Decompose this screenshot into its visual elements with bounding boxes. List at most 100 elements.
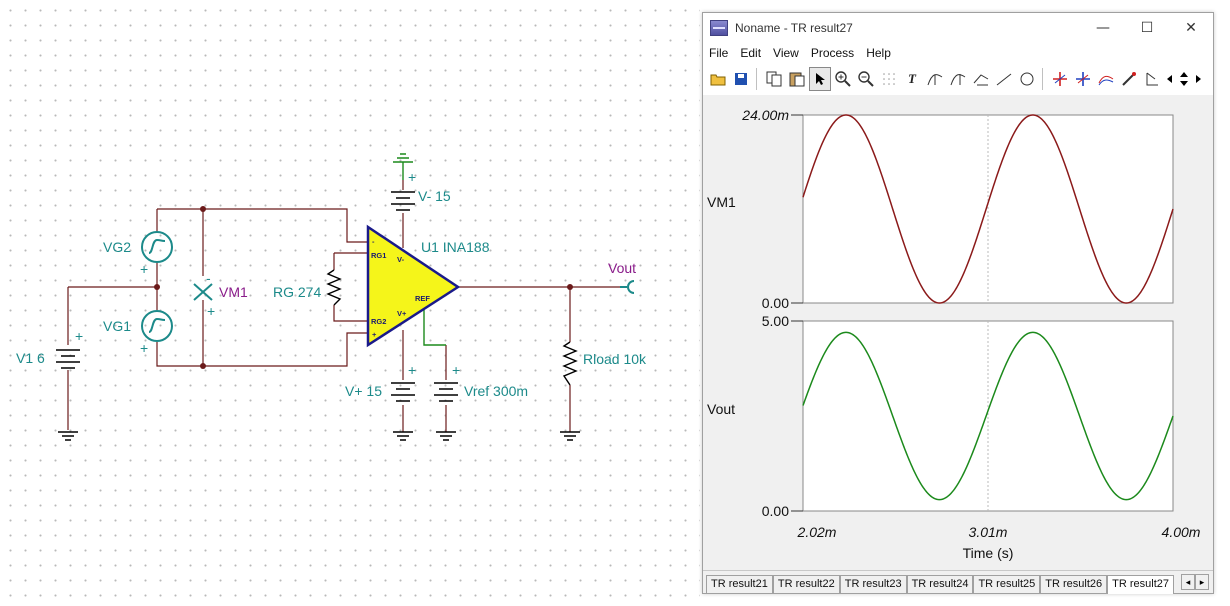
xtick-label-left: 2.02m xyxy=(797,524,837,540)
vg1-source[interactable] xyxy=(141,310,173,342)
menu-file[interactable]: File xyxy=(709,46,729,60)
pin-ref: REF xyxy=(415,294,430,303)
x-axis-label: Time (s) xyxy=(963,545,1014,561)
xtick-label-right: 4.00m xyxy=(1162,524,1201,540)
grid-icon[interactable] xyxy=(878,67,900,91)
minimize-button[interactable]: — xyxy=(1096,20,1110,36)
tab-scroll-right-icon[interactable]: ▸ xyxy=(1195,574,1209,590)
rg-resistor[interactable] xyxy=(326,269,342,306)
menu-edit[interactable]: Edit xyxy=(740,46,762,60)
tab-tr-result27[interactable]: TR result27 xyxy=(1107,575,1175,594)
scroll-right-icon[interactable] xyxy=(1192,67,1204,91)
toolbar-separator xyxy=(1042,68,1045,90)
rload-label: Rload 10k xyxy=(583,351,647,367)
toolbar: T xyxy=(707,65,1209,93)
vplus-battery[interactable] xyxy=(391,382,415,402)
title-bar[interactable]: Noname - TR result27 — ☐ ✕ xyxy=(703,13,1213,43)
vm1-ytick-bottom: 0.00 xyxy=(762,295,789,311)
vm1-label: VM1 xyxy=(219,284,248,300)
vplus-plus: + xyxy=(408,362,416,378)
vg2-plus: + xyxy=(140,261,148,277)
u1-label: U1 INA188 xyxy=(421,239,490,255)
xtick-label-center: 3.01m xyxy=(969,524,1008,540)
pin-inp: + xyxy=(372,330,377,339)
paste-icon[interactable] xyxy=(786,67,808,91)
vminus-label: V- 15 xyxy=(418,188,451,204)
vout-ytick-bottom: 0.00 xyxy=(762,503,789,519)
vout-panel: 5.00 0.00 Vout xyxy=(707,313,1174,519)
pin-vplus: V+ xyxy=(397,309,407,318)
ina188-amplifier[interactable] xyxy=(366,224,461,348)
wires xyxy=(67,180,620,432)
copy-icon[interactable] xyxy=(763,67,785,91)
tab-tr-result24[interactable]: TR result24 xyxy=(906,575,974,593)
tr-result-window[interactable]: Noname - TR result27 — ☐ ✕ File Edit Vie… xyxy=(702,12,1214,594)
ground-symbols xyxy=(58,153,580,441)
vref-plus: + xyxy=(452,362,460,378)
save-icon[interactable] xyxy=(730,67,752,91)
pen-icon[interactable] xyxy=(1118,67,1140,91)
open-icon[interactable] xyxy=(707,67,729,91)
vout-ytick-top: 5.00 xyxy=(762,313,789,329)
zoom-100-icon[interactable] xyxy=(855,67,877,91)
plot-area[interactable]: 24.00m 0.00 VM1 5.00 0.00 Vout 2.02m 3.0… xyxy=(703,95,1213,570)
v1-plus: + xyxy=(75,328,83,344)
tab-tr-result25[interactable]: TR result25 xyxy=(973,575,1041,593)
schematic-canvas[interactable]: VG2 + VG1 + - + VM1 + V1 6 RG 274 - RG1 … xyxy=(0,0,700,606)
circle-icon[interactable] xyxy=(1016,67,1038,91)
vm1-axis-label: VM1 xyxy=(707,194,736,210)
cursor-b-icon[interactable] xyxy=(947,67,969,91)
vout-label: Vout xyxy=(608,260,636,276)
cursor-c-icon[interactable] xyxy=(970,67,992,91)
scroll-left-icon[interactable] xyxy=(1164,67,1176,91)
cursor-a-icon[interactable] xyxy=(924,67,946,91)
line-icon[interactable] xyxy=(993,67,1015,91)
menu-view[interactable]: View xyxy=(773,46,799,60)
v1-battery[interactable] xyxy=(56,349,80,369)
junctions xyxy=(154,206,573,369)
curves-icon[interactable] xyxy=(1095,67,1117,91)
tab-tr-result23[interactable]: TR result23 xyxy=(839,575,907,593)
tab-tr-result21[interactable]: TR result21 xyxy=(706,575,773,593)
v1-label: V1 6 xyxy=(16,350,45,366)
maximize-button[interactable]: ☐ xyxy=(1140,20,1154,36)
window-title: Noname - TR result27 xyxy=(735,21,853,35)
pin-vminus: V- xyxy=(397,255,405,264)
menu-process[interactable]: Process xyxy=(810,46,855,60)
toolbar-separator xyxy=(756,68,759,90)
vg2-label: VG2 xyxy=(103,239,131,255)
close-button[interactable]: ✕ xyxy=(1185,20,1197,36)
zoom-in-icon[interactable] xyxy=(832,67,854,91)
tab-tr-result26[interactable]: TR result26 xyxy=(1040,575,1108,593)
vg1-label: VG1 xyxy=(103,318,131,334)
vref-battery[interactable] xyxy=(434,382,458,402)
vg2-source[interactable] xyxy=(141,231,173,263)
vref-label: Vref 300m xyxy=(464,383,528,399)
vm1-plus: + xyxy=(207,303,215,319)
waveform-plot: 24.00m 0.00 VM1 5.00 0.00 Vout 2.02m 3.0… xyxy=(707,107,1201,561)
menu-help[interactable]: Help xyxy=(866,46,891,60)
tab-tr-result22[interactable]: TR result22 xyxy=(772,575,840,593)
pointer-icon[interactable] xyxy=(809,67,831,91)
vm1-panel: 24.00m 0.00 VM1 xyxy=(707,107,1174,311)
marker-a-icon[interactable] xyxy=(1049,67,1071,91)
vout-series-line xyxy=(802,331,1174,501)
vm1-meter[interactable] xyxy=(193,283,213,301)
vm1-minus: - xyxy=(206,270,211,286)
flag-icon[interactable] xyxy=(1141,67,1163,91)
pin-inm: - xyxy=(372,237,375,246)
vm1-series-line xyxy=(802,114,1174,304)
marker-b-icon[interactable] xyxy=(1072,67,1094,91)
scroll-updown-icon[interactable] xyxy=(1177,67,1191,91)
pin-rg1: RG1 xyxy=(371,251,386,260)
result-tabs: TR result21 TR result22 TR result23 TR r… xyxy=(703,570,1213,594)
schematic-drawing: VG2 + VG1 + - + VM1 + V1 6 RG 274 - RG1 … xyxy=(16,153,647,441)
app-icon xyxy=(710,20,728,36)
vplus-label: V+ 15 xyxy=(345,383,382,399)
text-icon[interactable]: T xyxy=(908,71,916,86)
vout-connector[interactable] xyxy=(620,280,635,294)
tab-scroll-left-icon[interactable]: ◂ xyxy=(1181,574,1195,590)
rload-resistor[interactable] xyxy=(562,341,578,386)
vminus-battery[interactable] xyxy=(391,191,415,211)
rg-label: RG 274 xyxy=(273,284,321,300)
